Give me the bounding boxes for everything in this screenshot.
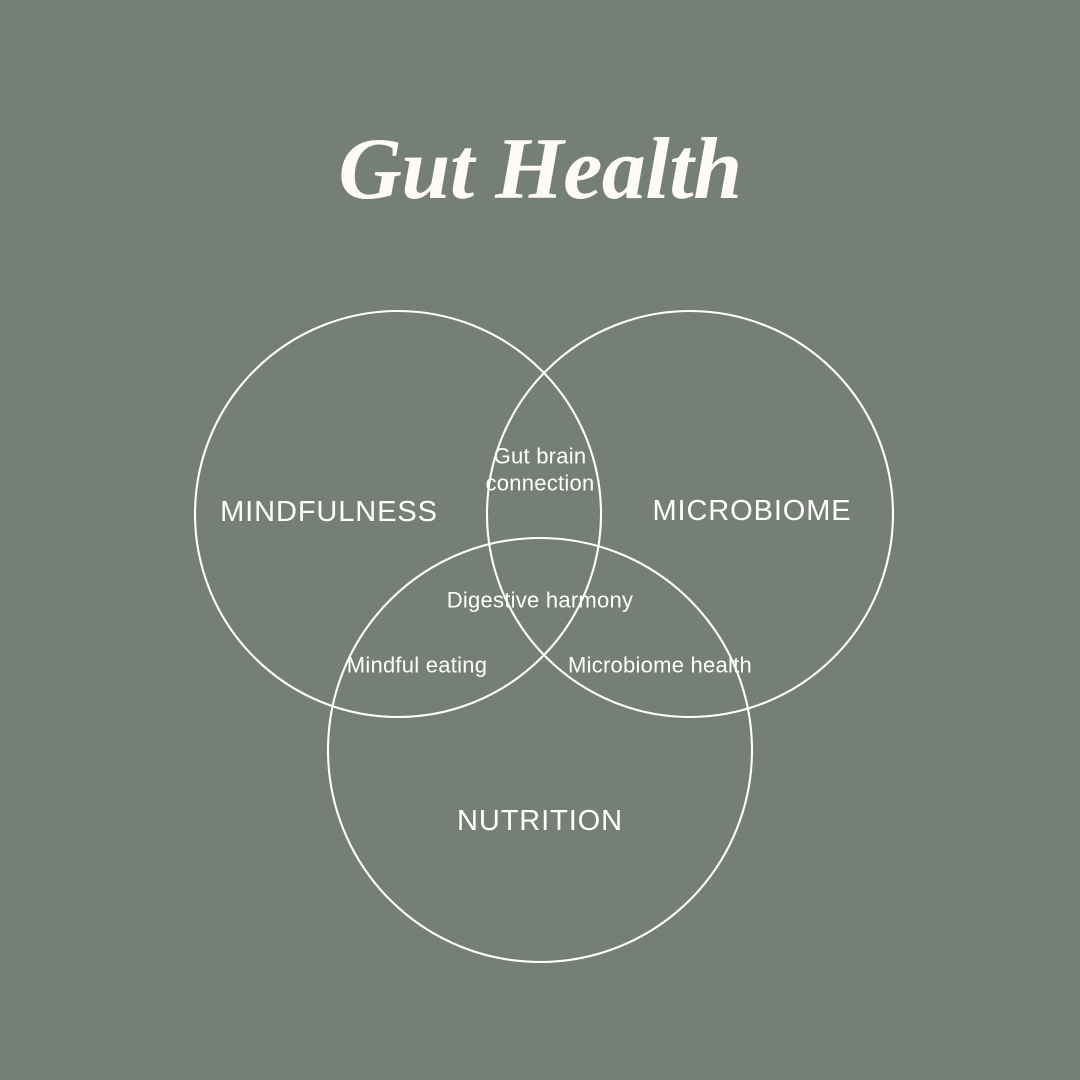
- venn-circle-nutrition: [326, 536, 754, 964]
- page-title: Gut Health: [338, 121, 742, 218]
- venn-circle-mindfulness: [193, 309, 603, 719]
- venn-circle-microbiome: [485, 309, 895, 719]
- title-block: Gut Health: [0, 126, 1080, 214]
